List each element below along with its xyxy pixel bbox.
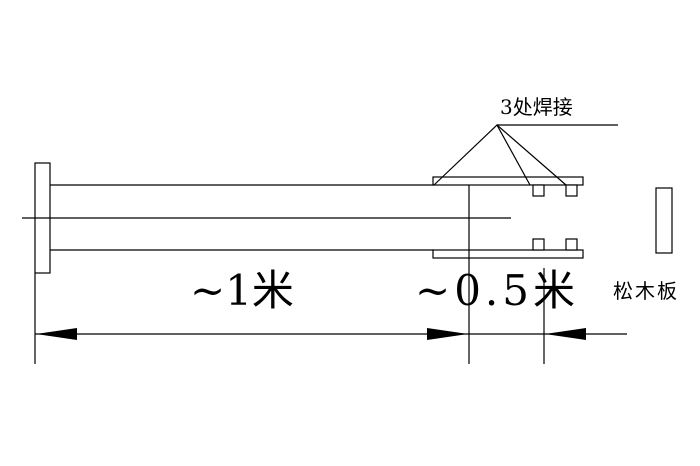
bottom-plate (432, 249, 584, 259)
weld-block (565, 184, 578, 197)
length-main-label: ~1米 (190, 266, 294, 315)
wood-board (655, 187, 673, 254)
weld-block (532, 184, 545, 197)
wood-board-label: 松木板 (613, 279, 679, 303)
weld-block (532, 238, 545, 251)
leader-line (496, 124, 567, 186)
top-plate (432, 176, 584, 186)
weld-note-label: 3处焊接 (500, 95, 573, 119)
arrow-right-icon (427, 328, 468, 340)
leader-line (433, 124, 531, 186)
weld-block (565, 238, 578, 251)
length-extension-label: ~0.5米 (415, 266, 579, 315)
arrow-left-icon (36, 328, 77, 340)
arrow-left-icon (545, 328, 586, 340)
